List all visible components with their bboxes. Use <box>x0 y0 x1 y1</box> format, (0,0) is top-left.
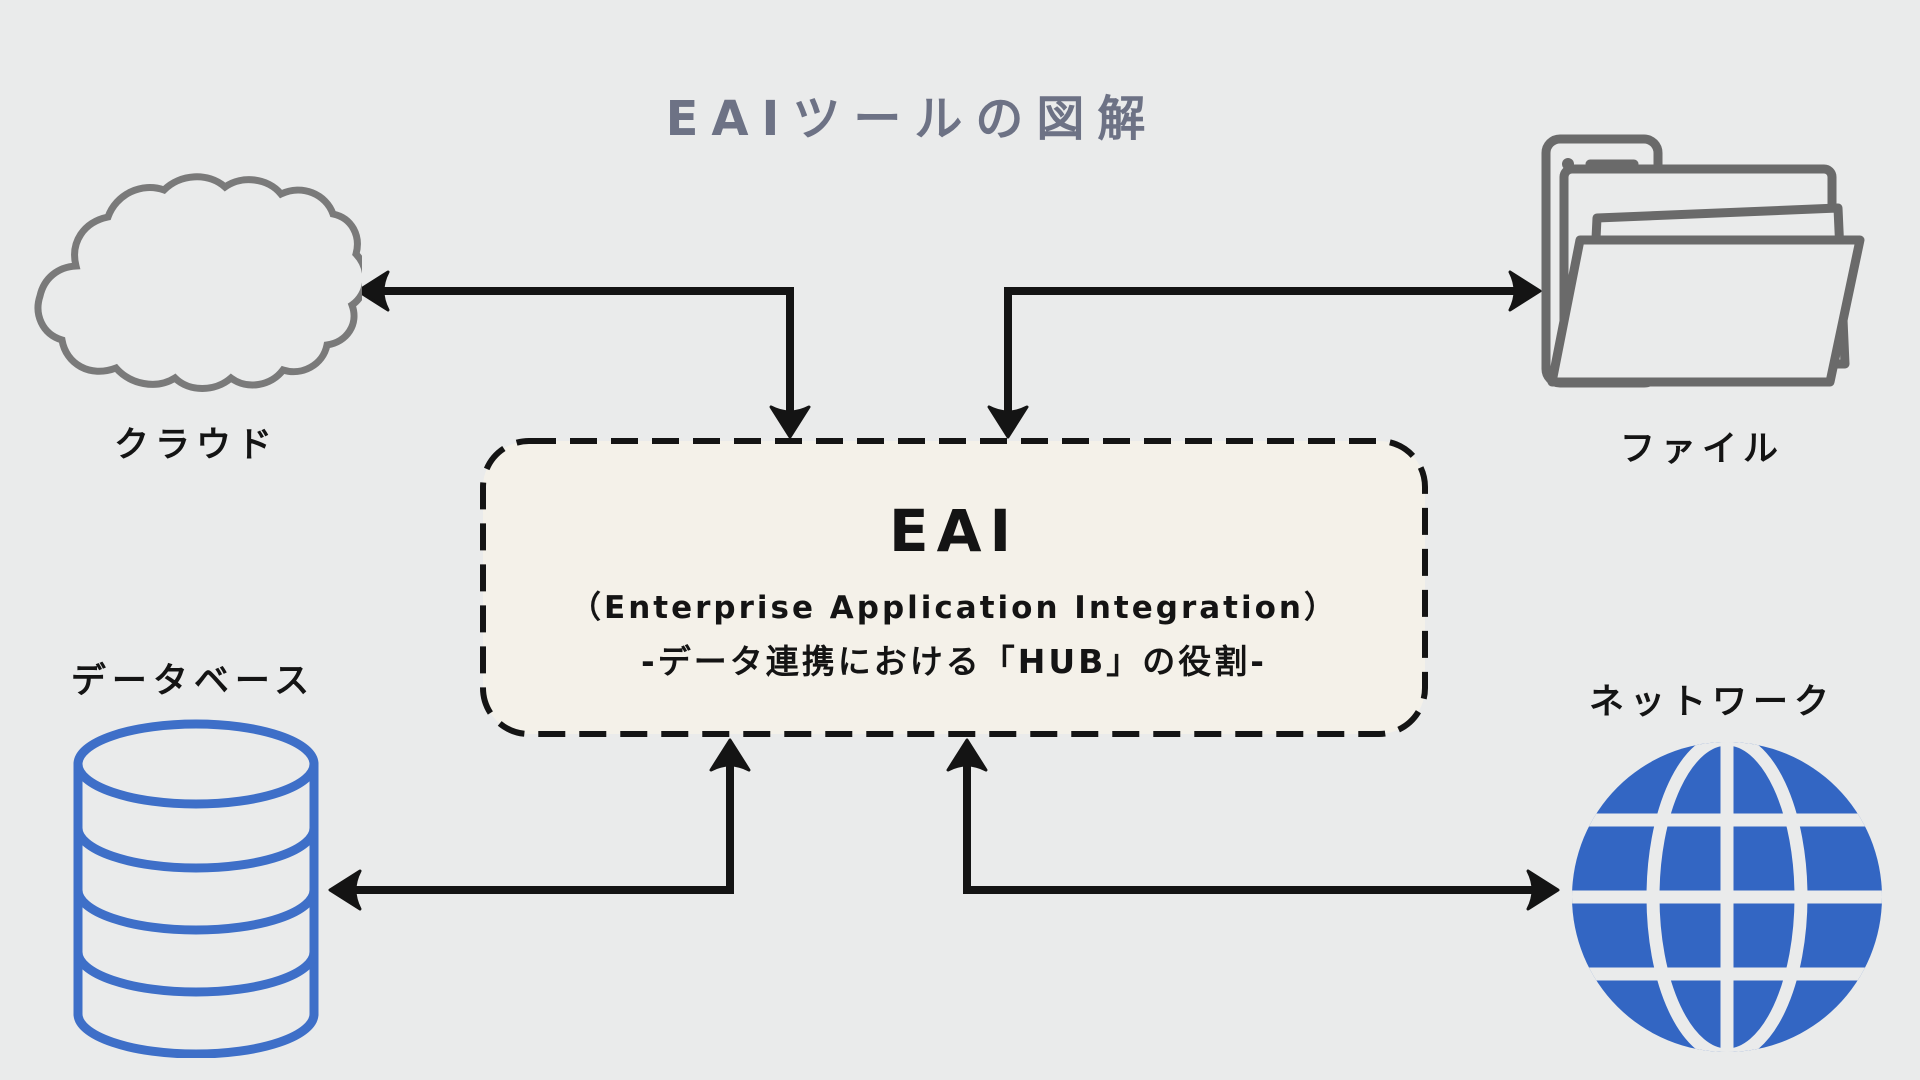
database-icon <box>73 719 319 1058</box>
folder-icon <box>1541 134 1865 388</box>
cloud-label: クラウド <box>113 425 279 466</box>
diagram-title: EAIツールの図解 <box>665 91 1159 147</box>
eai-box-outline <box>480 438 1428 737</box>
database-label: データベース <box>70 661 316 702</box>
eai-subtitle: （Enterprise Application Integration） <box>570 590 1338 626</box>
file-label: ファイル <box>1619 429 1785 470</box>
arrow-file <box>987 270 1542 439</box>
globe-icon <box>1572 742 1882 1052</box>
arrow-database <box>328 738 751 911</box>
eai-hub-box: EAI （Enterprise Application Integration）… <box>483 441 1425 734</box>
arrow-network <box>946 738 1560 911</box>
eai-heading: EAI <box>888 497 1020 565</box>
cloud-icon <box>34 173 362 392</box>
arrow-cloud <box>356 270 811 439</box>
eai-description: -データ連携における「HUB」の役割- <box>641 642 1267 681</box>
network-label: ネットワーク <box>1588 682 1836 723</box>
